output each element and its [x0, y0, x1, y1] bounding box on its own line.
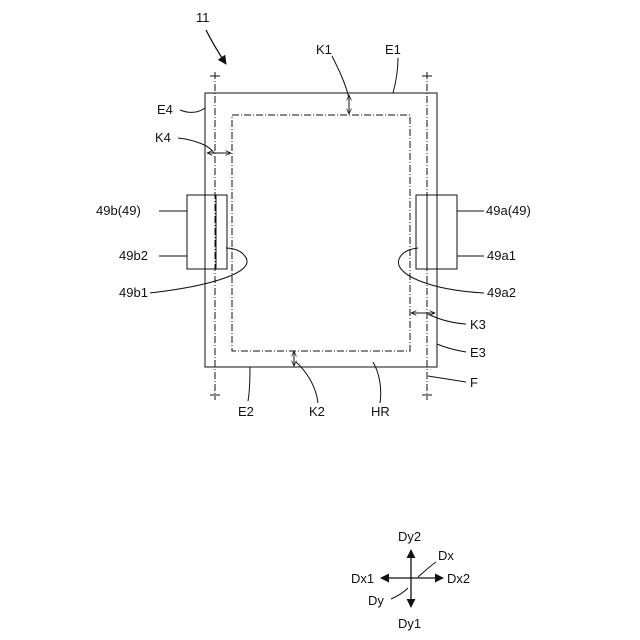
label-e3: E3	[470, 345, 486, 360]
label-49b1: 49b1	[119, 285, 148, 300]
axis-dy: Dy	[368, 593, 384, 608]
frame-line-ticks	[210, 76, 432, 395]
figure-number-label: 11	[196, 10, 210, 25]
axis-dx: Dx	[438, 548, 454, 563]
label-k1: K1	[316, 42, 332, 57]
label-49b: 49b(49)	[96, 203, 141, 218]
label-49b2: 49b2	[119, 248, 148, 263]
tab-49b	[187, 195, 227, 269]
label-e1: E1	[385, 42, 401, 57]
label-e4: E4	[157, 102, 173, 117]
label-49a1: 49a1	[487, 248, 516, 263]
axis-dx1: Dx1	[351, 571, 374, 586]
outer-rectangle	[205, 93, 437, 367]
label-e2: E2	[238, 404, 254, 419]
label-hr: HR	[371, 404, 390, 419]
axis-dy1: Dy1	[398, 616, 421, 631]
label-49a2: 49a2	[487, 285, 516, 300]
label-k3: K3	[470, 317, 486, 332]
label-49a: 49a(49)	[486, 203, 531, 218]
axis-dx2: Dx2	[447, 571, 470, 586]
figure-pointer	[206, 30, 226, 64]
axis-dy2: Dy2	[398, 529, 421, 544]
label-k2: K2	[309, 404, 325, 419]
direction-axes	[381, 550, 443, 607]
label-f: F	[470, 375, 478, 390]
inner-region-hr	[232, 115, 410, 351]
label-k4: K4	[155, 130, 171, 145]
